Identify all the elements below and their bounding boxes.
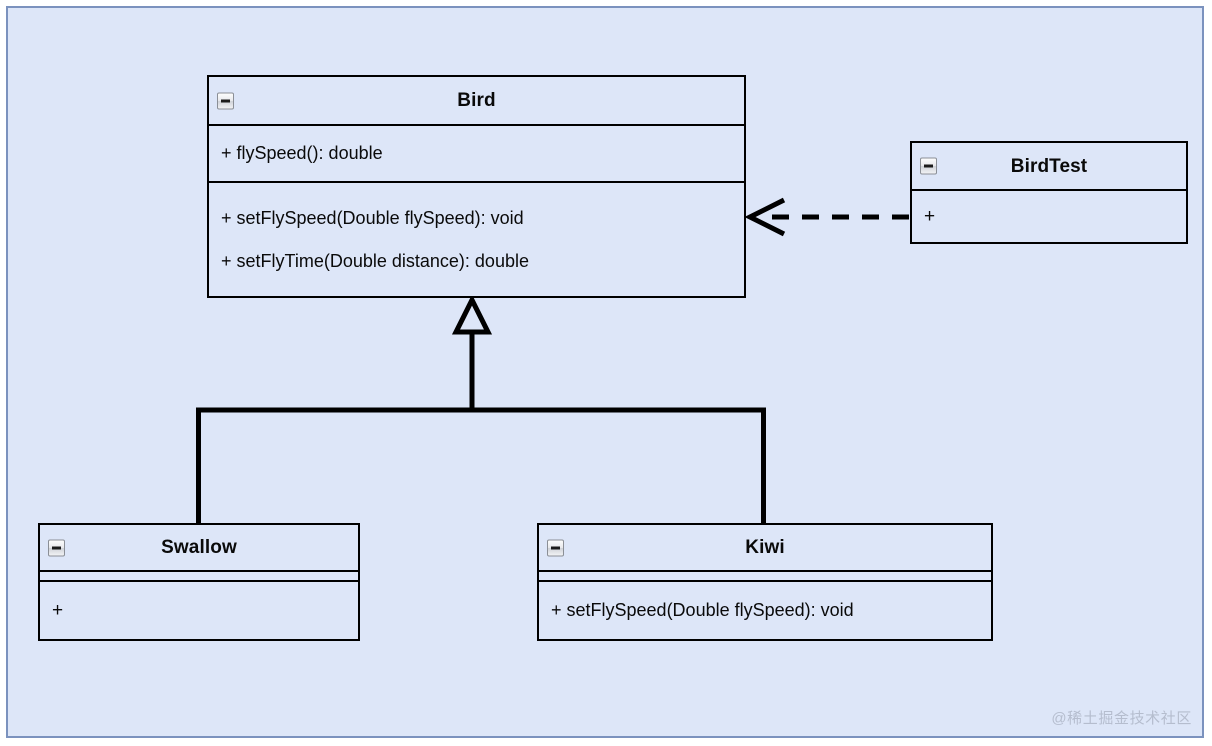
minus-icon[interactable]	[48, 539, 65, 556]
class-header-birdtest: BirdTest	[912, 143, 1186, 191]
minus-icon[interactable]	[217, 92, 234, 109]
operation-item: +	[52, 599, 64, 621]
operation-item: +	[924, 205, 936, 227]
operation-item: + setFlySpeed(Double flySpeed): void	[221, 207, 524, 228]
class-header-bird: Bird	[209, 77, 744, 126]
uml-class-swallow[interactable]: Swallow +	[38, 523, 360, 641]
operations-compartment-birdtest: +	[912, 191, 1186, 242]
minus-icon[interactable]	[547, 539, 564, 556]
class-name-bird: Bird	[457, 90, 496, 111]
minus-icon[interactable]	[920, 157, 937, 175]
operations-compartment-bird: + setFlySpeed(Double flySpeed): void + s…	[209, 181, 744, 296]
operation-item: + setFlySpeed(Double flySpeed): void	[551, 600, 854, 621]
uml-class-bird[interactable]: Bird + flySpeed(): double + setFlySpeed(…	[207, 75, 746, 298]
class-header-kiwi: Kiwi	[539, 525, 991, 572]
class-name-swallow: Swallow	[161, 537, 237, 558]
class-name-kiwi: Kiwi	[745, 537, 785, 558]
attribute-item: + flySpeed(): double	[221, 143, 383, 164]
watermark: @稀土掘金技术社区	[1051, 710, 1192, 727]
uml-class-birdtest[interactable]: BirdTest +	[910, 141, 1188, 244]
operation-item: + setFlyTime(Double distance): double	[221, 250, 529, 271]
attributes-compartment-bird: + flySpeed(): double	[209, 126, 744, 181]
class-name-birdtest: BirdTest	[1010, 155, 1088, 177]
uml-class-kiwi[interactable]: Kiwi + setFlySpeed(Double flySpeed): voi…	[537, 523, 993, 641]
operations-compartment-swallow: +	[40, 580, 358, 639]
operations-compartment-kiwi: + setFlySpeed(Double flySpeed): void	[539, 580, 991, 639]
class-header-swallow: Swallow	[40, 525, 358, 572]
attributes-compartment-kiwi	[539, 572, 991, 580]
attributes-compartment-swallow	[40, 572, 358, 580]
